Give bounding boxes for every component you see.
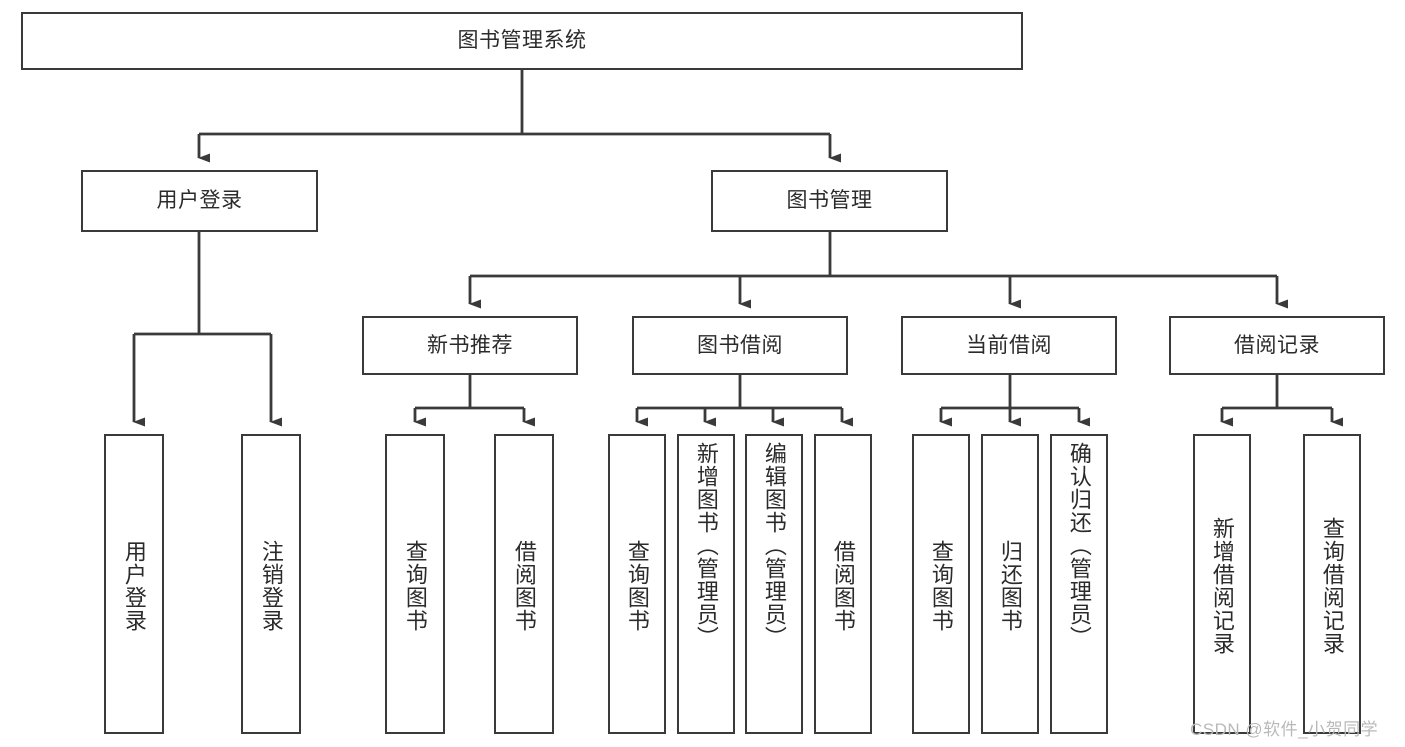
leaf-book-borrow-0[interactable]: 查询图书	[608, 434, 666, 734]
leaf-borrow-record-1[interactable]: 查询借阅记录	[1303, 434, 1361, 734]
leaf-borrow-record-0[interactable]: 新增借阅记录	[1193, 434, 1251, 734]
leaf-inner: 归还图书	[983, 440, 1037, 732]
leaf-current-borrow-1[interactable]: 归还图书	[981, 434, 1039, 734]
node-book-manage[interactable]: 图书管理	[711, 170, 948, 232]
node-root-label: 图书管理系统	[457, 29, 587, 53]
leaf-book-borrow-2[interactable]: 编辑图书（管理员）	[745, 434, 803, 734]
leaf-book-borrow-3[interactable]: 借阅图书	[814, 434, 872, 734]
leaf-new-book-0-label: 查询图书	[402, 540, 428, 632]
node-user-login-label: 用户登录	[156, 189, 243, 213]
leaf-current-borrow-1-label: 归还图书	[997, 540, 1023, 632]
csdn-watermark: CSDN @软件_小贺同学	[1190, 720, 1379, 739]
leaf-new-book-1[interactable]: 借阅图书	[494, 434, 554, 734]
leaf-book-borrow-1[interactable]: 新增图书（管理员）	[677, 434, 735, 734]
leaf-inner: 用户登录	[106, 440, 162, 732]
leaf-inner: 新增图书（管理员）	[679, 440, 733, 732]
leaf-current-borrow-0-label: 查询图书	[928, 540, 954, 632]
leaf-inner: 新增借阅记录	[1195, 440, 1249, 732]
leaf-inner: 注销登录	[243, 440, 299, 732]
leaf-new-book-0[interactable]: 查询图书	[385, 434, 445, 734]
leaf-book-borrow-1-label: 新增图书（管理员）	[693, 442, 719, 649]
node-new-book-label: 新书推荐	[427, 333, 513, 357]
leaf-user-login-1-label: 注销登录	[258, 540, 284, 632]
leaf-inner: 确认归还（管理员）	[1052, 440, 1106, 732]
node-book-manage-label: 图书管理	[786, 189, 873, 213]
leaf-current-borrow-2[interactable]: 确认归还（管理员）	[1050, 434, 1108, 734]
node-book-borrow-label: 图书借阅	[697, 333, 783, 357]
node-new-book[interactable]: 新书推荐	[362, 316, 578, 375]
node-current-borrow[interactable]: 当前借阅	[901, 316, 1117, 375]
leaf-inner: 编辑图书（管理员）	[747, 440, 801, 732]
leaf-current-borrow-2-label: 确认归还（管理员）	[1066, 442, 1092, 649]
leaf-user-login-0-label: 用户登录	[121, 540, 147, 632]
leaf-inner: 查询图书	[387, 440, 443, 732]
leaf-book-borrow-0-label: 查询图书	[624, 540, 650, 632]
node-borrow-record[interactable]: 借阅记录	[1169, 316, 1385, 375]
leaf-book-borrow-2-label: 编辑图书（管理员）	[761, 442, 787, 649]
leaf-inner: 借阅图书	[496, 440, 552, 732]
leaf-user-login-1[interactable]: 注销登录	[241, 434, 301, 734]
leaf-inner: 查询图书	[914, 440, 968, 732]
leaf-inner: 查询图书	[610, 440, 664, 732]
node-root[interactable]: 图书管理系统	[21, 12, 1023, 70]
leaf-borrow-record-1-label: 查询借阅记录	[1319, 517, 1345, 655]
leaf-current-borrow-0[interactable]: 查询图书	[912, 434, 970, 734]
leaf-user-login-0[interactable]: 用户登录	[104, 434, 164, 734]
leaf-inner: 查询借阅记录	[1305, 440, 1359, 732]
leaf-borrow-record-0-label: 新增借阅记录	[1209, 517, 1235, 655]
node-borrow-record-label: 借阅记录	[1234, 333, 1320, 357]
node-book-borrow[interactable]: 图书借阅	[632, 316, 848, 375]
node-user-login[interactable]: 用户登录	[81, 170, 318, 232]
leaf-new-book-1-label: 借阅图书	[511, 540, 537, 632]
leaf-book-borrow-3-label: 借阅图书	[830, 540, 856, 632]
leaf-inner: 借阅图书	[816, 440, 870, 732]
node-current-borrow-label: 当前借阅	[966, 333, 1052, 357]
